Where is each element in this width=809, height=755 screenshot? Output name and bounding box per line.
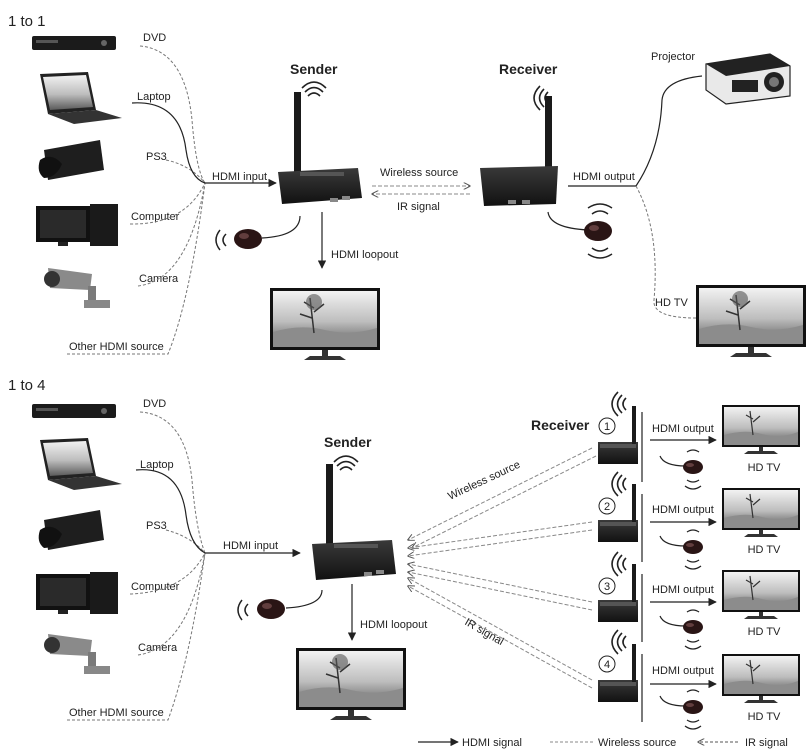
hdtv-icon <box>721 487 801 538</box>
hdtv-label: HD TV <box>748 711 781 723</box>
dvd-device-icon <box>32 404 116 418</box>
ir-receiver-icon <box>683 540 703 554</box>
camera-device-icon <box>44 268 110 308</box>
hdmi-output-label: HDMI output <box>652 584 714 596</box>
wireless-source-label: Wireless source <box>446 459 522 503</box>
hdtv-label: HD TV <box>748 544 781 556</box>
receiver-unit-1: 1 HDMI output HD TV <box>598 391 801 490</box>
ir-receiver-icon <box>584 221 612 241</box>
wifi-icon <box>301 81 327 97</box>
section-one-to-four: 1 to 4 DVD Laptop P <box>8 377 801 730</box>
projector-icon <box>705 53 791 105</box>
receiver-device <box>598 406 638 464</box>
wireless-links <box>408 447 597 689</box>
legend: HDMI signal Wireless source IR signal <box>418 737 788 749</box>
ir-signal-label: IR signal <box>397 201 440 213</box>
hdtv-icon <box>695 284 807 358</box>
hdtv-icon <box>721 404 801 455</box>
ir-receiver-icon <box>683 620 703 634</box>
hdmi-output-label: HDMI output <box>652 504 714 516</box>
hdmi-output-label: HDMI output <box>652 423 714 435</box>
sender-device <box>312 464 396 580</box>
section-one-to-one: 1 to 1 DVD Laptop <box>8 13 807 361</box>
computer-device-icon <box>36 572 118 614</box>
receiver-number: 4 <box>604 659 610 671</box>
section-title: 1 to 4 <box>8 377 46 394</box>
hdtv-label: HD TV <box>748 626 781 638</box>
hdmi-input-label: HDMI input <box>223 540 278 552</box>
source-label: Other HDMI source <box>69 707 164 719</box>
hdmi-output-label: HDMI output <box>573 171 635 183</box>
wireless-source-label: Wireless source <box>380 167 458 179</box>
ir-signal-label: IR signal <box>463 616 506 648</box>
receiver-number: 2 <box>604 501 610 513</box>
hdtv-label: HD TV <box>748 462 781 474</box>
wifi-icon <box>333 455 359 471</box>
legend-ir-label: IR signal <box>745 737 788 749</box>
ir-waves-icon <box>587 203 613 259</box>
source-label: Laptop <box>137 91 171 103</box>
dvd-device-icon <box>32 36 116 50</box>
ir-receiver-icon <box>683 700 703 714</box>
source-label: Computer <box>131 211 180 223</box>
ir-cable <box>285 589 323 609</box>
receiver-device <box>598 644 638 702</box>
computer-device-icon <box>36 204 118 246</box>
receiver-number: 3 <box>604 581 610 593</box>
receiver-unit-4: 4 HDMI output HD TV <box>598 629 801 730</box>
hdtv-label: HD TV <box>655 297 688 309</box>
loopout-tv-icon <box>269 287 381 361</box>
sender-device <box>278 92 362 204</box>
receiver-title: Receiver <box>531 417 590 433</box>
sender-title: Sender <box>324 434 372 450</box>
laptop-hdmi-cable <box>135 469 206 554</box>
receiver-title: Receiver <box>499 61 558 77</box>
laptop-device-icon <box>40 72 122 124</box>
legend-hdmi-label: HDMI signal <box>462 737 522 749</box>
source-label: PS3 <box>146 151 167 163</box>
source-label: Other HDMI source <box>69 341 164 353</box>
hdtv-cable <box>635 185 697 319</box>
source-label: PS3 <box>146 520 167 532</box>
laptop-device-icon <box>40 438 122 490</box>
receiver-number: 1 <box>604 421 610 433</box>
section-title: 1 to 1 <box>8 13 46 30</box>
camera-device-icon <box>44 634 110 674</box>
ps3-device-icon <box>38 510 104 550</box>
source-cables <box>67 45 206 355</box>
receiver-unit-3: 3 HDMI output HD TV <box>598 551 801 650</box>
hdmi-loopout-label: HDMI loopout <box>360 619 427 631</box>
ps3-device-icon <box>38 140 104 180</box>
loopout-tv-icon <box>295 647 407 721</box>
projector-label: Projector <box>651 51 695 63</box>
ir-cable <box>547 211 589 231</box>
ir-extender-icon <box>234 229 262 249</box>
source-label: DVD <box>143 398 166 410</box>
ir-waves-icon <box>215 229 227 251</box>
hdmi-input-label: HDMI input <box>212 171 267 183</box>
hdtv-icon <box>721 569 801 620</box>
source-label: DVD <box>143 32 166 44</box>
source-label: Computer <box>131 581 180 593</box>
ir-extender-icon <box>257 599 285 619</box>
hdmi-output-label: HDMI output <box>652 665 714 677</box>
legend-wireless-label: Wireless source <box>598 737 676 749</box>
ir-receiver-icon <box>683 460 703 474</box>
projector-cable <box>635 75 703 187</box>
hdmi-loopout-label: HDMI loopout <box>331 249 398 261</box>
receiver-device <box>480 96 558 206</box>
laptop-hdmi-cable <box>131 102 206 184</box>
hdtv-icon <box>721 653 801 704</box>
source-cables <box>67 411 206 721</box>
ir-cable <box>261 215 301 239</box>
source-label: Laptop <box>140 459 174 471</box>
ir-waves-icon <box>237 599 249 621</box>
sender-title: Sender <box>290 61 338 77</box>
receiver-unit-2: 2 HDMI output HD TV <box>598 471 801 570</box>
